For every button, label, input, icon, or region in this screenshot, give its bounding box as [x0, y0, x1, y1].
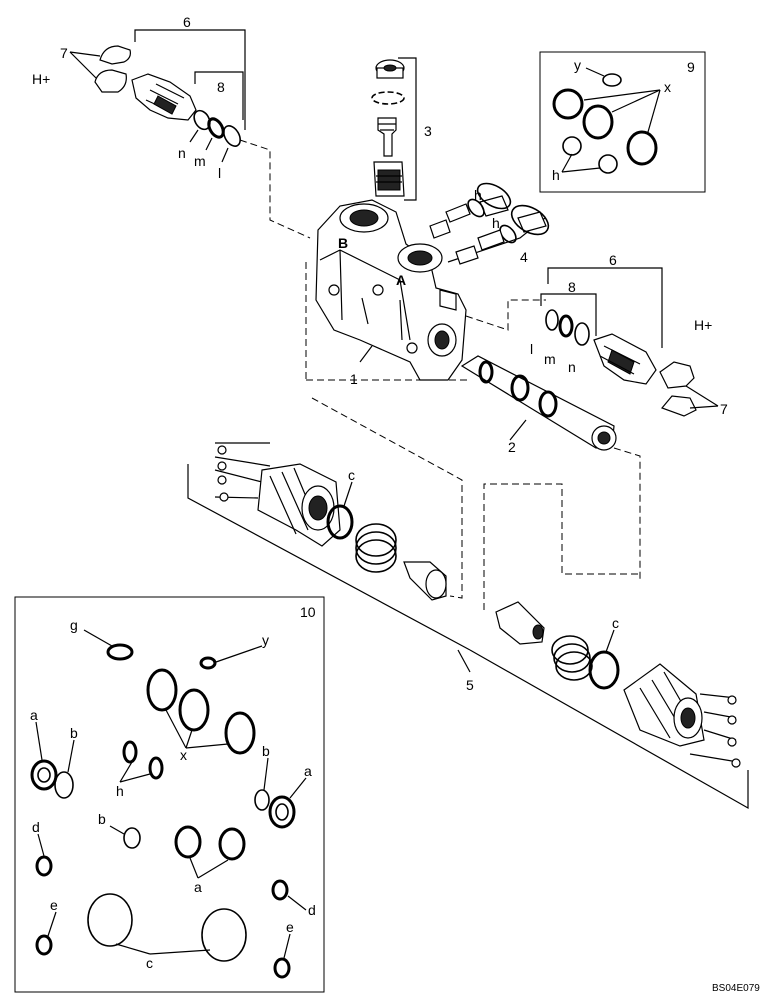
- box10-label-b1: b: [70, 725, 78, 741]
- label-5: 5: [466, 677, 474, 693]
- box10-label-h: h: [116, 783, 124, 799]
- box10-label-b3: b: [98, 811, 106, 827]
- box10-label-x: x: [180, 747, 187, 763]
- spring-left: [355, 523, 397, 557]
- label-h-upper: h: [474, 187, 482, 203]
- o-ring-h-upper: [467, 198, 485, 218]
- spring-cap-left-group: [187, 397, 471, 651]
- label-n-right: n: [568, 359, 576, 375]
- box9-label-y: y: [574, 57, 581, 73]
- relief-valve-left-group: [69, 29, 311, 239]
- valve-body: [305, 199, 468, 381]
- relief-valve-right-group: [465, 267, 719, 417]
- label-m-right: m: [544, 351, 556, 367]
- valve-cap-lower: [94, 69, 127, 93]
- box9-label-h: h: [552, 167, 560, 183]
- seal-ring-m-right: [558, 314, 574, 338]
- label-8-right: 8: [568, 279, 576, 295]
- label-hplus-left: H+: [32, 71, 50, 87]
- label-8-left: 8: [217, 79, 225, 95]
- box10-label-e2: e: [286, 919, 294, 935]
- box10-label-e1: e: [50, 897, 58, 913]
- label-n-left: n: [178, 145, 186, 161]
- spring-plug-group: [429, 182, 550, 265]
- o-ring-h-lower: [499, 224, 517, 244]
- box10-label-d1: d: [32, 819, 40, 835]
- label-c-left: c: [348, 467, 355, 483]
- box10-label-c: c: [146, 955, 153, 971]
- label-A: A: [396, 272, 406, 288]
- box10-label-a2: a: [304, 763, 312, 779]
- o-ring-c-right: [588, 650, 620, 690]
- seal-ring-n-left: [193, 109, 211, 131]
- seal-kit-box-9: [539, 51, 706, 193]
- label-hplus-right: H+: [694, 317, 712, 333]
- label-7-left: 7: [60, 45, 68, 61]
- box9-label-x: x: [664, 79, 671, 95]
- o-ring-c-left: [326, 504, 354, 540]
- box10-label-a1: a: [30, 707, 38, 723]
- label-l-right: l: [530, 341, 533, 357]
- spring-right: [551, 635, 589, 665]
- label-6-right: 6: [609, 252, 617, 268]
- box10-label-d2: d: [308, 902, 316, 918]
- valve-cap-right-upper: [659, 361, 695, 389]
- spring-lower: [510, 204, 550, 236]
- figure-code: BS04E079: [712, 983, 760, 994]
- valve-cap-upper: [99, 45, 131, 65]
- label-h-lower: h: [492, 215, 500, 231]
- box10-title: 10: [300, 604, 316, 620]
- spool: [460, 355, 641, 582]
- label-l-left: l: [218, 165, 221, 181]
- valve-cap-right-lower: [660, 395, 697, 417]
- spring-cap-right-group: [469, 483, 749, 810]
- box9-title: 9: [687, 59, 695, 75]
- poppet-stem: [377, 117, 397, 157]
- label-3: 3: [424, 123, 432, 139]
- seal-kit-box-10: [14, 596, 325, 993]
- label-1: 1: [350, 371, 358, 387]
- label-7-right: 7: [720, 401, 728, 417]
- label-c-right: c: [612, 615, 619, 631]
- box10-label-g: g: [70, 617, 78, 633]
- check-valve-stack: [371, 57, 417, 201]
- box10-label-y: y: [262, 632, 269, 648]
- label-6-left: 6: [183, 14, 191, 30]
- seal-ring-m-left: [207, 117, 225, 139]
- box10-label-b2: b: [262, 743, 270, 759]
- box10-label-a3: a: [194, 879, 202, 895]
- label-4: 4: [520, 249, 528, 265]
- spring-upper: [476, 182, 512, 210]
- seal-ring-l-left: [223, 125, 241, 147]
- label-m-left: m: [194, 153, 206, 169]
- seal-ring-l-right: [545, 309, 559, 331]
- label-2: 2: [508, 439, 516, 455]
- seal-ring-n-right: [574, 322, 590, 346]
- label-B: B: [338, 235, 348, 251]
- o-ring-item-3: [371, 91, 405, 105]
- spring-seat-right: [495, 601, 545, 645]
